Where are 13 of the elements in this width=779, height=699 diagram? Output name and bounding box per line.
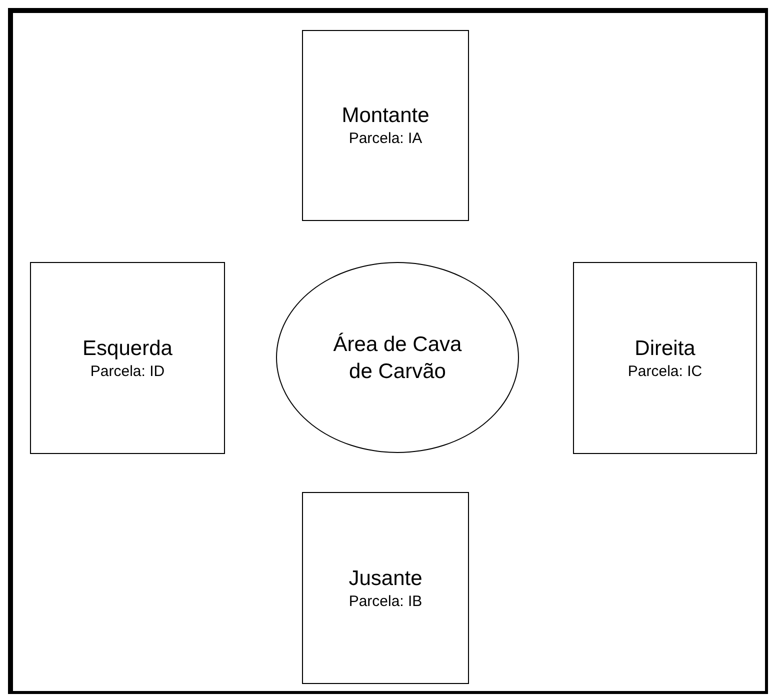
plot-code: Parcela: ID [90, 362, 165, 380]
plot-title: Direita [634, 336, 696, 362]
plot-box [302, 492, 469, 684]
plot-code: Parcela: IC [628, 362, 702, 380]
plot-box [302, 30, 469, 221]
plot-code: Parcela: IA [348, 129, 422, 148]
plot-box [573, 262, 757, 454]
plot-title: Montante [342, 103, 430, 129]
plot-box [30, 262, 225, 454]
area-label: Área de Cava de Carvão [332, 332, 462, 384]
plot-code: Parcela: IB [348, 592, 422, 610]
plot-title: Esquerda [82, 336, 172, 362]
plot-title: Jusante [348, 566, 422, 592]
